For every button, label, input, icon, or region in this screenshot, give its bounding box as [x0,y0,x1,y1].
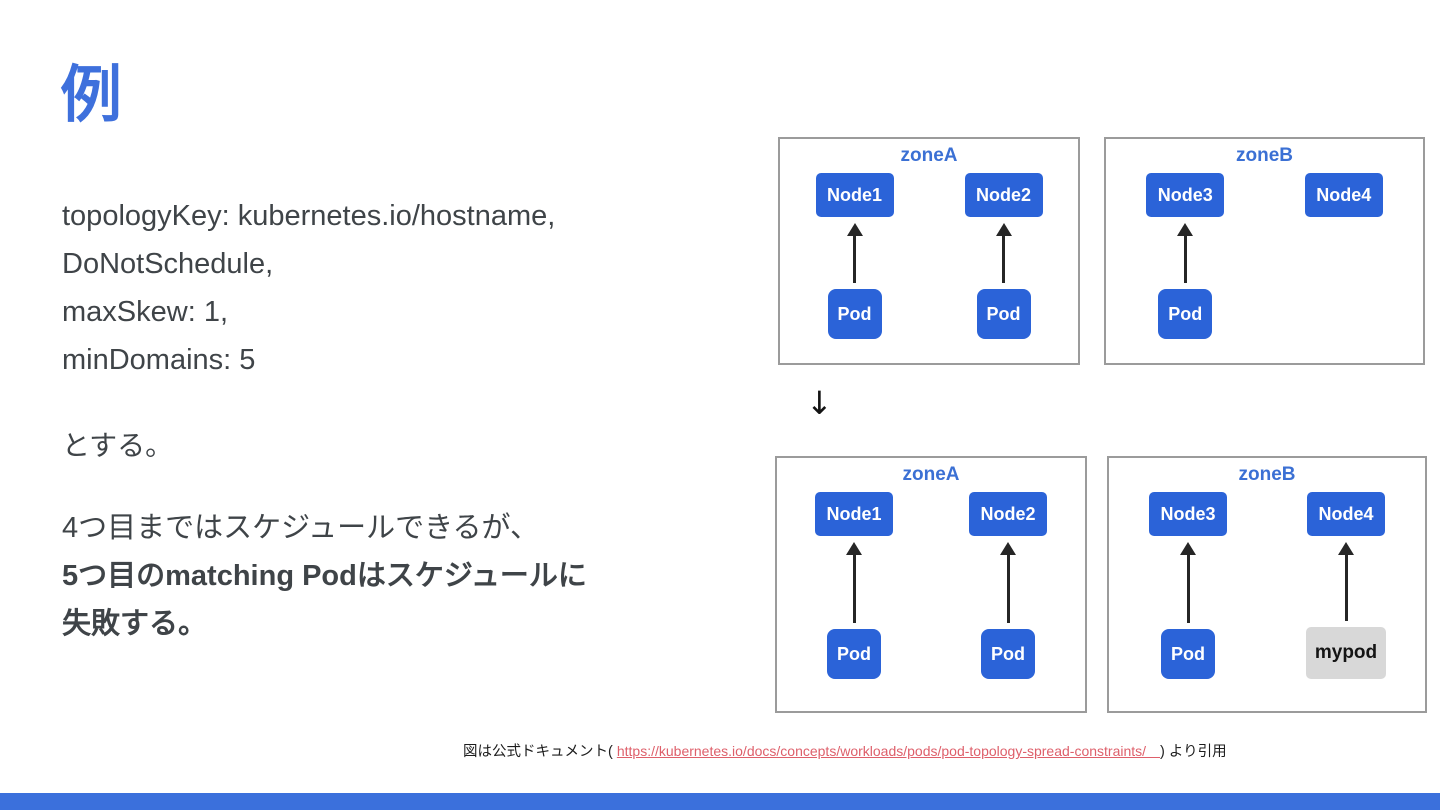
node-box: Node3 [1146,173,1225,217]
config-line: DoNotSchedule, [62,248,274,280]
footer-citation: 図は公式ドキュメント( https://kubernetes.io/docs/c… [463,740,1227,761]
result-block: 4つ目まではスケジュールできるが、 5つ目のmatching Podはスケジュー… [62,504,587,648]
result-line-emphasis: 失敗する。 [62,608,208,640]
pod-box: Pod [976,289,1031,339]
arrow-up-icon [1344,554,1348,621]
slide-title: 例 [60,61,123,130]
mypod-box: mypod [1306,627,1386,679]
down-arrow-icon: ↓ [806,384,833,422]
result-line: 4つ目まではスケジュールできるが、 [62,512,539,544]
zone-label: zoneB [1238,464,1296,485]
zone-label: zoneB [1236,145,1293,166]
arrow-up-icon [1186,554,1190,623]
node-box: Node2 [964,173,1043,217]
pod-box: Pod [827,629,881,679]
zone-panel-before-zoneB: zoneB Node3 Pod Node4 [1104,137,1425,365]
node-column: Node4 [1265,169,1424,363]
node-box: Node1 [815,492,893,536]
node-box: Node4 [1307,492,1385,536]
arrow-up-icon [1183,235,1187,283]
arrow-up-icon [853,235,856,283]
zone-panel-after-zoneB: zoneB Node3 Pod Node4 mypod [1107,456,1427,713]
node-column: Node2 Pod [931,488,1085,711]
arrow-up-icon [1002,235,1005,283]
config-line: maxSkew: 1, [62,296,228,328]
node-column: Node4 mypod [1267,488,1425,711]
node-box: Node4 [1304,173,1383,217]
zone-label: zoneA [902,464,960,485]
config-block: topologyKey: kubernetes.io/hostname, DoN… [62,192,555,384]
arrow-area [1344,536,1348,627]
bottom-accent-bar [0,793,1440,810]
node-column: Node1 Pod [780,169,929,363]
arrow-area [1006,536,1010,629]
config-line: topologyKey: kubernetes.io/hostname, [62,200,556,232]
config-line: minDomains: 5 [62,344,256,376]
node-box: Node2 [969,492,1047,536]
node-column: Node1 Pod [777,488,931,711]
node-box: Node1 [815,173,894,217]
zone-panel-after-zoneA: zoneA Node1 Pod Node2 Pod [775,456,1087,713]
arrow-up-icon [852,554,856,623]
assumption-text: とする。 [62,430,174,461]
pod-box: Pod [1158,289,1213,339]
pod-box: Pod [981,629,1035,679]
zone-label: zoneA [900,145,958,166]
node-column: Node3 Pod [1106,169,1265,363]
arrow-up-icon [1006,554,1010,623]
node-column: Node2 Pod [929,169,1078,363]
pod-box: Pod [1161,629,1215,679]
node-column: Node3 Pod [1109,488,1267,711]
citation-prefix: 図は公式ドキュメント( [463,744,617,760]
result-line-emphasis: 5つ目のmatching Podはスケジュールに [62,560,587,592]
arrow-area [1002,217,1005,289]
citation-link[interactable]: https://kubernetes.io/docs/concepts/work… [616,743,1161,759]
pod-box: Pod [827,289,882,339]
arrow-area [1183,217,1187,289]
node-box: Node3 [1149,492,1227,536]
citation-suffix: ) より引用 [1160,744,1227,760]
arrow-area [1186,536,1190,629]
arrow-area [852,536,856,629]
zone-panel-before-zoneA: zoneA Node1 Pod Node2 Pod [778,137,1080,365]
arrow-area [853,217,856,289]
